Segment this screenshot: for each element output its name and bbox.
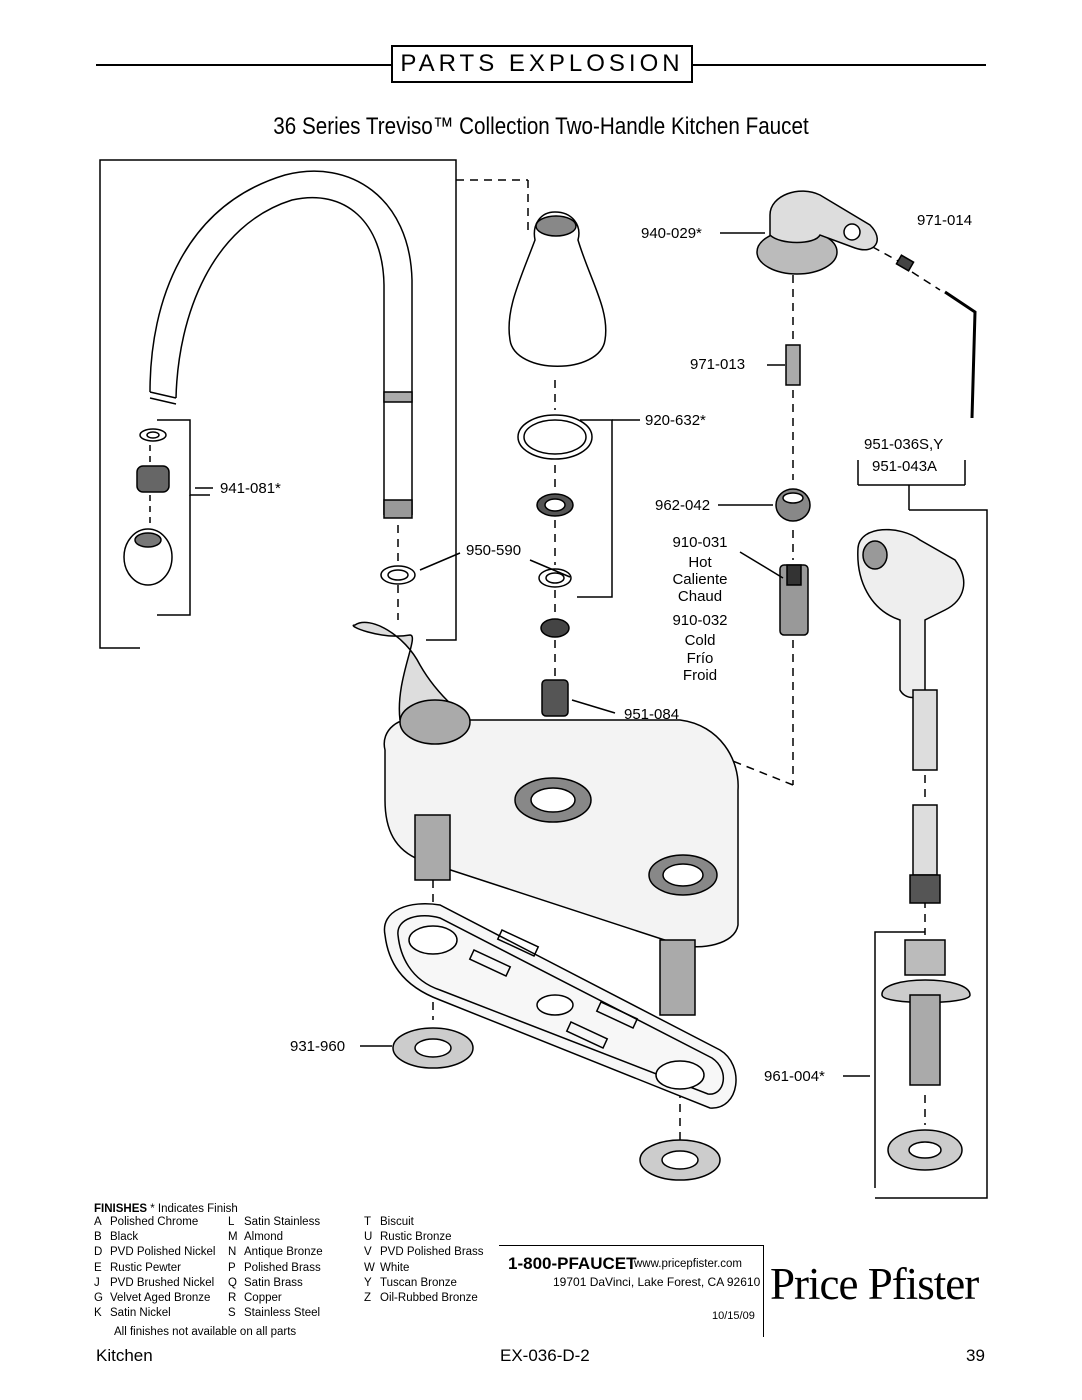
side-handle	[508, 211, 607, 367]
address: 19701 DaVinci, Lake Forest, CA 92610	[553, 1275, 761, 1289]
phone-number: 1-800-PFAUCET	[508, 1254, 637, 1273]
label-chaud: Chaud	[677, 588, 723, 605]
contact-box	[499, 1245, 764, 1337]
finishes-heading-note: * Indicates Finish	[150, 1203, 238, 1215]
label-951-043: 951-043A	[872, 458, 938, 475]
label-951-084: 951-084	[624, 706, 680, 723]
spout-bracket	[99, 159, 457, 649]
footer-category: Kitchen	[96, 1346, 153, 1365]
right-handle-lever	[756, 190, 977, 636]
label-941-081: 941-081*	[220, 480, 281, 497]
label-971-013: 971-013	[690, 356, 746, 373]
banner: PARTS EXPLOSION	[391, 45, 693, 83]
label-cold: Cold	[684, 632, 716, 649]
footer-doc-number: EX-036-D-2	[500, 1346, 590, 1365]
label-frio: Frío	[686, 650, 714, 667]
page-title: 36 Series Treviso™ Collection Two-Handle…	[273, 113, 809, 140]
label-caliente: Caliente	[672, 571, 728, 588]
side-spray-group	[857, 460, 988, 1199]
label-961-004: 961-004*	[764, 1068, 825, 1085]
label-931-960: 931-960	[290, 1038, 346, 1055]
brand-logo: Price Pfister	[770, 1259, 979, 1309]
label-951-036: 951-036S,Y	[864, 436, 944, 453]
finishes-legend: FINISHES * Indicates Finish	[94, 1202, 238, 1217]
label-hot: Hot	[688, 554, 712, 571]
label-950-590: 950-590	[466, 542, 522, 559]
label-910-032: 910-032	[672, 612, 728, 629]
finishes-note: All finishes not available on all parts	[114, 1326, 297, 1338]
aerator-parts	[123, 419, 210, 616]
label-froid: Froid	[682, 667, 718, 684]
banner-text: PARTS EXPLOSION	[400, 50, 684, 77]
label-920-632: 920-632*	[645, 412, 706, 429]
footer-page-number: 39	[966, 1346, 985, 1365]
deck-plate	[383, 903, 737, 1109]
leader-lines	[195, 232, 870, 1077]
center-parts	[380, 414, 613, 717]
label-971-014: 971-014	[917, 212, 973, 229]
spout	[149, 170, 413, 519]
finishes-heading: FINISHES	[94, 1203, 148, 1215]
website: www.pricepfister.com	[634, 1258, 743, 1270]
faucet-base	[352, 621, 739, 1016]
label-940-029: 940-029*	[641, 225, 702, 242]
label-910-031: 910-031	[672, 534, 728, 551]
mounting-nuts	[392, 1027, 721, 1181]
revision-date: 10/15/09	[712, 1310, 755, 1322]
label-962-042: 962-042	[655, 497, 711, 514]
